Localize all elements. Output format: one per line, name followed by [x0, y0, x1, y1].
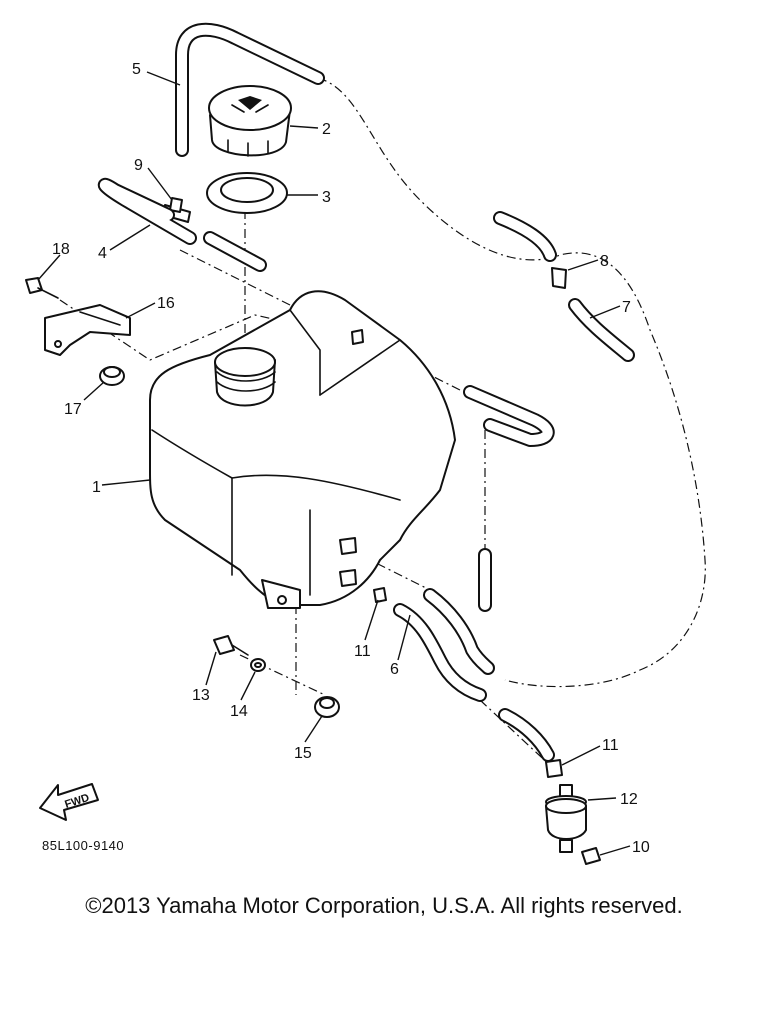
clamp-part-11-upper — [373, 587, 387, 603]
bolt-part-13 — [213, 635, 249, 656]
fuel-filter-part-12 — [545, 784, 587, 853]
callout-15: 15 — [294, 745, 312, 762]
u-hose-part-4 — [97, 177, 197, 245]
callout-18: 18 — [52, 241, 70, 258]
copyright-notice: ©2013 Yamaha Motor Corporation, U.S.A. A… — [85, 893, 683, 918]
callout-4: 4 — [98, 245, 107, 262]
callout-8: 8 — [600, 253, 609, 270]
callout-11-upper: 11 — [354, 643, 371, 660]
tank-filler-neck — [214, 347, 276, 407]
diagram-code: 85L100-9140 — [42, 838, 124, 853]
assembly-line-filter — [479, 699, 556, 771]
joint-part-8 — [551, 267, 567, 289]
callout-12: 12 — [620, 791, 638, 808]
callout-10: 10 — [632, 839, 650, 856]
callout-13: 13 — [192, 687, 210, 704]
clamp-part-11-lower — [545, 759, 563, 778]
overflow-hose — [463, 385, 555, 447]
callout-16: 16 — [157, 295, 175, 312]
clip-part-10 — [581, 847, 601, 865]
hose-to-filter — [498, 708, 555, 762]
bolt-part-18 — [25, 277, 59, 299]
callout-3: 3 — [322, 189, 331, 206]
tank-mount-tab — [261, 579, 301, 609]
bracket-part-16 — [44, 304, 131, 356]
callout-9: 9 — [134, 157, 143, 174]
callout-14: 14 — [230, 703, 248, 720]
tank-outlet-nipples — [339, 329, 364, 587]
fwd-arrow-icon: FWD — [39, 783, 99, 821]
assembly-line-bolt — [239, 654, 326, 696]
callout-6: 6 — [390, 661, 399, 678]
hose-segment-upper — [493, 211, 557, 262]
grommet-part-17 — [99, 366, 125, 386]
fuel-cap-part-2 — [208, 85, 292, 157]
callout-7: 7 — [622, 299, 631, 316]
reservoir-tank-part-1 — [149, 290, 456, 606]
callout-11-lower: 11 — [602, 737, 619, 754]
routing-line — [317, 77, 706, 688]
grommet-part-15 — [314, 696, 340, 718]
vent-hose-part-5 — [175, 22, 325, 157]
hose-part-7 — [568, 298, 635, 362]
washer-part-14 — [250, 658, 266, 672]
callout-2: 2 — [322, 121, 331, 138]
callout-5: 5 — [132, 61, 141, 78]
callout-leaders — [37, 71, 631, 856]
gasket-part-3 — [206, 172, 288, 214]
assembly-line-bracket — [59, 299, 301, 361]
callout-17: 17 — [64, 401, 82, 418]
callout-1: 1 — [92, 479, 101, 496]
hose-part-6 — [393, 588, 495, 702]
short-hose — [203, 231, 267, 272]
